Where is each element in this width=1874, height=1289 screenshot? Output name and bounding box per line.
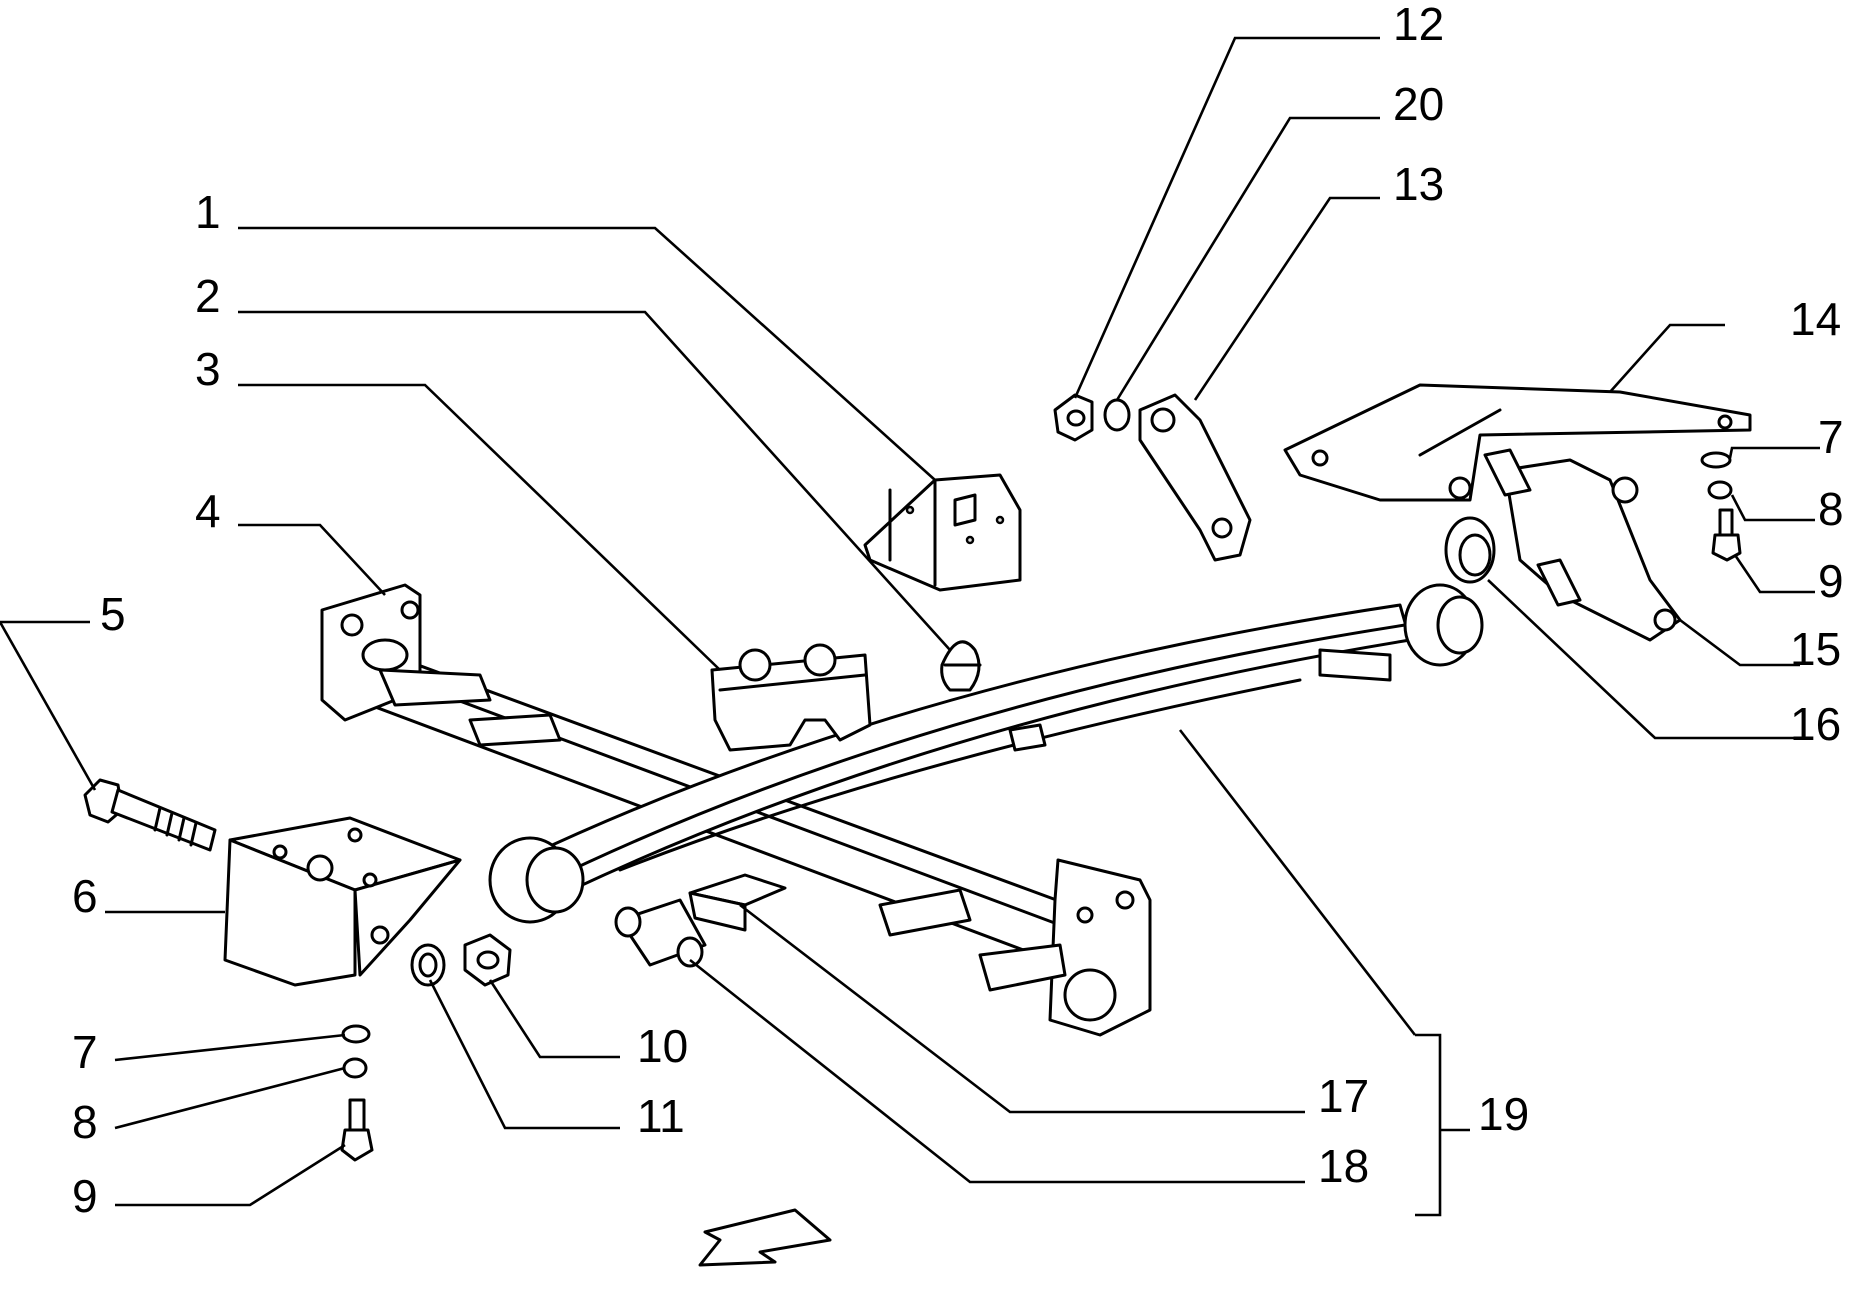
- leader-lines: [0, 36, 1820, 1217]
- label-16: 16: [1790, 698, 1841, 750]
- direction-arrow-icon: [698, 1208, 832, 1267]
- leaf-spring: [488, 583, 1484, 924]
- label-10: 10: [637, 1020, 688, 1072]
- part-2-bump-stop: [940, 640, 982, 692]
- label-11: 11: [637, 1090, 685, 1142]
- label-4: 4: [195, 485, 221, 537]
- label-20: 20: [1393, 78, 1444, 130]
- label-14: 14: [1790, 293, 1841, 345]
- part-6-mount-block: [223, 816, 462, 987]
- label-6: 6: [72, 870, 98, 922]
- callout-labels: 1 2 3 4 5 6 7 8 9 10 11 12 20 13 14 7 8 …: [72, 0, 1844, 1222]
- label-3: 3: [195, 343, 221, 395]
- label-8-right: 8: [1818, 483, 1844, 535]
- part-1-bracket: [863, 473, 1022, 592]
- label-7-left: 7: [72, 1026, 98, 1078]
- parts-10-11-nut-washer: [410, 933, 512, 987]
- label-1: 1: [195, 186, 221, 238]
- label-19: 19: [1478, 1088, 1529, 1140]
- part-5-bolt: [83, 778, 217, 852]
- label-7-right: 7: [1818, 411, 1844, 463]
- part-16-bushing: [1444, 516, 1496, 584]
- label-13: 13: [1393, 158, 1444, 210]
- parts-12-20-13: [1053, 393, 1252, 562]
- label-17: 17: [1318, 1070, 1369, 1122]
- label-9-left: 9: [72, 1170, 98, 1222]
- label-2: 2: [195, 270, 221, 322]
- parts-7-8-9-right: [1700, 451, 1742, 562]
- parts-7-8-9-left: [340, 1024, 374, 1162]
- part-3-spring-seat: [710, 643, 872, 752]
- label-15: 15: [1790, 623, 1841, 675]
- label-12: 12: [1393, 0, 1444, 50]
- label-18: 18: [1318, 1140, 1369, 1192]
- label-8-left: 8: [72, 1096, 98, 1148]
- part-15-shackle: [1483, 448, 1682, 642]
- part-14-plate: [1283, 383, 1752, 502]
- parts-17-18: [614, 873, 787, 968]
- label-5: 5: [100, 588, 126, 640]
- label-9-right: 9: [1818, 555, 1844, 607]
